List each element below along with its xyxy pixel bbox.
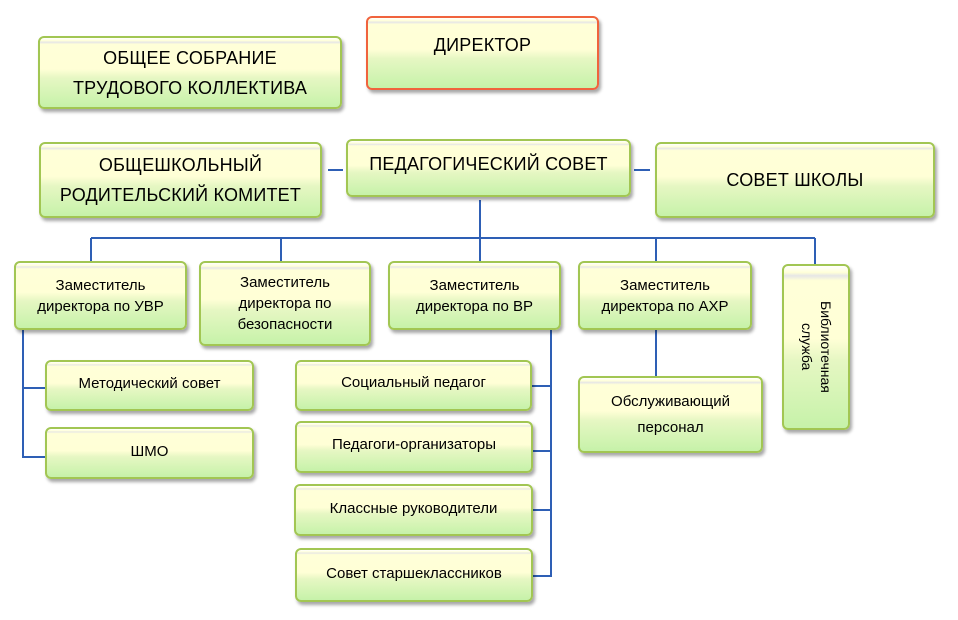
methodical-council-box: Методический совет (45, 360, 254, 411)
library-service-box: Библиотечная служба (782, 264, 850, 430)
director-label: ДИРЕКТОР (433, 35, 532, 55)
parent-committee-line1: ОБЩЕШКОЛЬНЫЙ (98, 155, 263, 175)
deputy-ahr-line2: директора по АХР (601, 297, 729, 315)
shmo-box: ШМО (45, 427, 254, 479)
deputy-uvr-box: Заместитель директора по УВР (14, 261, 187, 330)
pedagogical-council-label: ПЕДАГОГИЧЕСКИЙ СОВЕТ (369, 154, 608, 174)
library-service-label: Библиотечная служба (797, 301, 835, 393)
parent-committee-box: ОБЩЕШКОЛЬНЫЙ РОДИТЕЛЬСКИЙ КОМИТЕТ (39, 142, 322, 218)
library-service-line1: Библиотечная (818, 301, 834, 393)
class-teachers-box: Классные руководители (294, 484, 533, 536)
teacher-organizers-label: Педагоги-организаторы (331, 436, 497, 453)
deputy-vr-line2: директора по ВР (415, 297, 534, 315)
class-teachers-label: Классные руководители (329, 500, 498, 517)
deputy-vr-line1: Заместитель (429, 276, 520, 294)
general-meeting-line2: ТРУДОВОГО КОЛЛЕКТИВА (72, 77, 308, 98)
deputy-uvr-line2: директора по УВР (37, 297, 164, 315)
social-pedagogue-label: Социальный педагог (341, 374, 486, 391)
deputy-safety-box: Заместитель директора по безопасности (199, 261, 371, 346)
teacher-organizers-box: Педагоги-организаторы (295, 421, 533, 473)
service-staff-line1: Обслуживающий (611, 392, 730, 410)
general-meeting-box: ОБЩЕЕ СОБРАНИЕ ТРУДОВОГО КОЛЛЕКТИВА (38, 36, 342, 109)
senior-council-box: Совет старшеклассников (295, 548, 533, 602)
deputy-ahr-line1: Заместитель (620, 276, 710, 294)
school-council-box: СОВЕТ ШКОЛЫ (655, 142, 935, 218)
school-council-label: СОВЕТ ШКОЛЫ (726, 170, 864, 190)
service-staff-line2: персонал (637, 418, 704, 436)
deputy-safety-line1: Заместитель (240, 274, 330, 291)
shmo-label: ШМО (130, 443, 169, 460)
deputy-vr-box: Заместитель директора по ВР (388, 261, 561, 330)
director-box: ДИРЕКТОР (366, 16, 599, 90)
deputy-ahr-box: Заместитель директора по АХР (578, 261, 752, 330)
library-service-line2: служба (799, 323, 815, 371)
pedagogical-council-box: ПЕДАГОГИЧЕСКИЙ СОВЕТ (346, 139, 631, 197)
deputy-safety-line2: директора по (238, 295, 332, 312)
parent-committee-line2: РОДИТЕЛЬСКИЙ КОМИТЕТ (59, 185, 302, 205)
service-staff-box: Обслуживающий персонал (578, 376, 763, 453)
connector-uvr-branch (22, 328, 47, 458)
deputy-safety-line3: безопасности (237, 316, 333, 333)
deputy-uvr-line1: Заместитель (55, 276, 146, 294)
senior-council-label: Совет старшеклассников (326, 565, 502, 582)
methodical-council-label: Методический совет (78, 375, 221, 392)
connector-vr-branch (531, 328, 552, 577)
general-meeting-line1: ОБЩЕЕ СОБРАНИЕ (103, 47, 277, 68)
social-pedagogue-box: Социальный педагог (295, 360, 532, 411)
